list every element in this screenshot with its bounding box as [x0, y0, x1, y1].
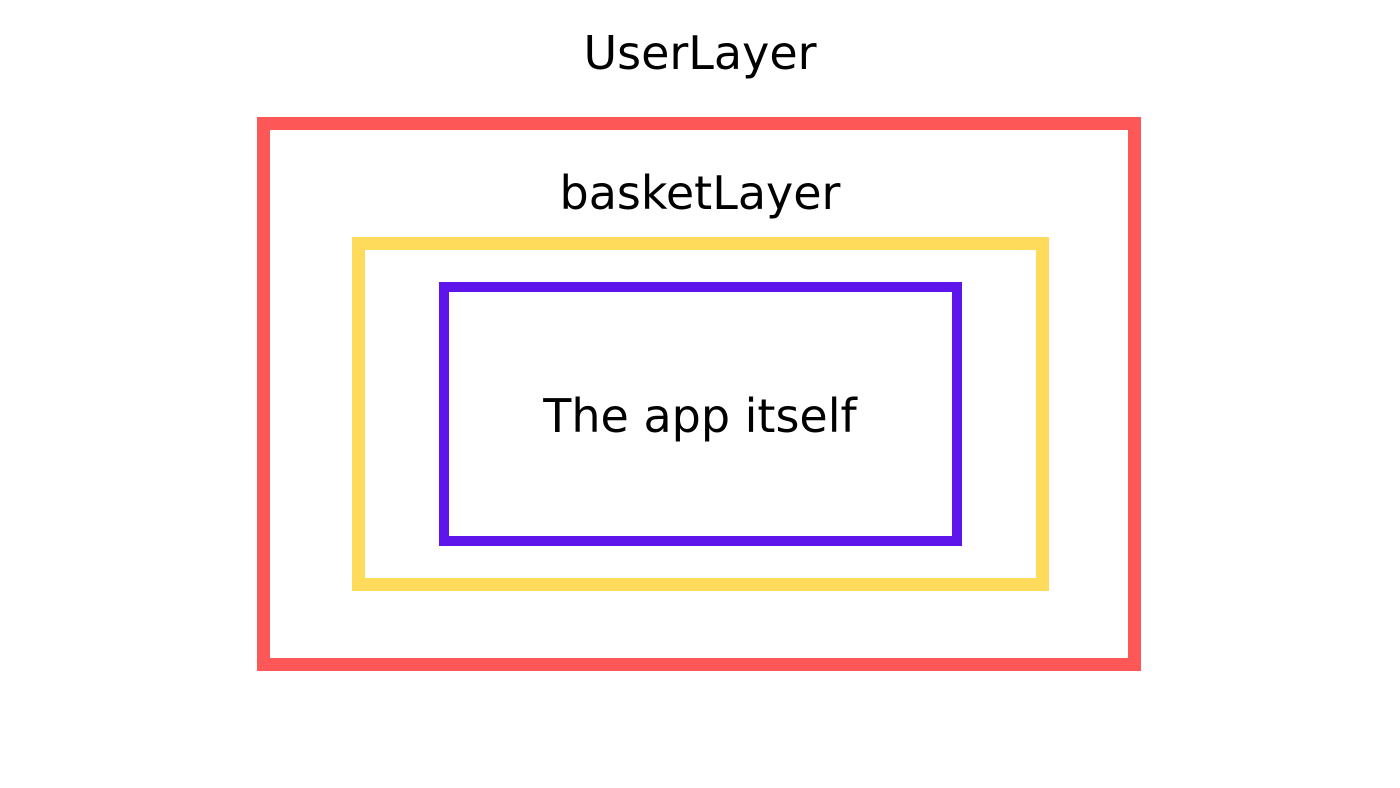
user-layer-label: UserLayer: [583, 26, 817, 80]
user-layer-box: [257, 117, 1141, 671]
basket-layer-box: [352, 237, 1049, 591]
app-box: [439, 282, 962, 546]
basket-layer-label: basketLayer: [559, 166, 841, 220]
app-label: The app itself: [543, 389, 857, 443]
